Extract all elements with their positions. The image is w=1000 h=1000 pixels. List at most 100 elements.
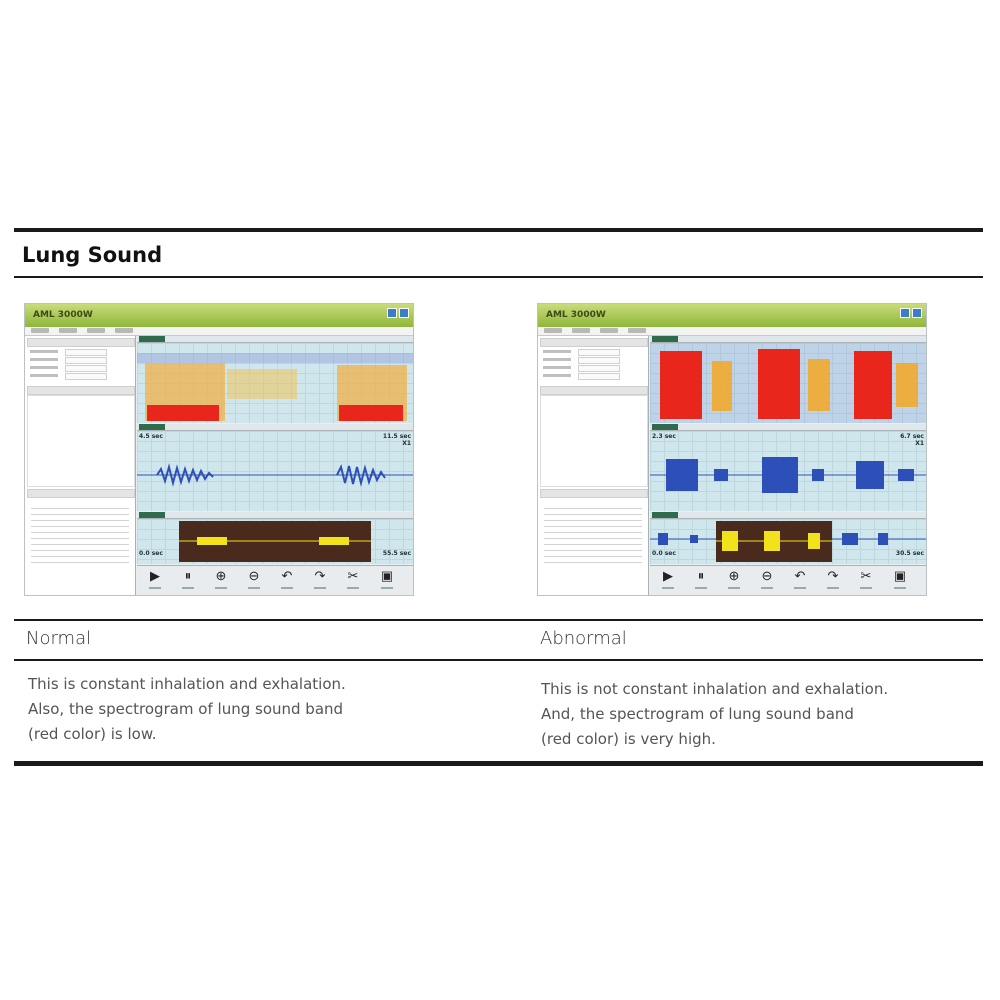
navigator-burst	[197, 537, 227, 545]
navigator-selection[interactable]	[716, 521, 832, 562]
waveform-panel[interactable]: 2.3 sec 6.7 sec X1	[650, 431, 926, 511]
record-list[interactable]	[27, 499, 133, 579]
time-start: 2.3 sec	[652, 433, 676, 440]
minimize-icon[interactable]	[900, 308, 910, 318]
notes-area[interactable]	[540, 395, 648, 487]
menu-item[interactable]	[59, 328, 77, 333]
menu-item[interactable]	[628, 328, 646, 333]
undo-icon: ↶	[794, 568, 806, 583]
waveform-burst	[336, 464, 386, 487]
spectrogram-band	[227, 369, 297, 399]
navigator-burst	[319, 537, 349, 545]
normal-description: This is constant inhalation and exhalati…	[28, 672, 346, 747]
menu-item[interactable]	[31, 328, 49, 333]
play-button[interactable]: ▶	[658, 569, 678, 593]
field-input[interactable]	[578, 357, 620, 364]
abnormal-description-line: And, the spectrogram of lung sound band	[541, 705, 854, 723]
navigator-burst	[878, 533, 888, 545]
spectrogram-header	[650, 336, 926, 343]
field-input[interactable]	[65, 349, 107, 356]
waveform-panel[interactable]: 4.5 sec 11.5 sec X1	[137, 431, 413, 511]
navigator-header	[137, 512, 413, 519]
menu-item[interactable]	[600, 328, 618, 333]
navigator-panel[interactable]: 0.0 sec 55.5 sec	[137, 519, 413, 564]
field-input[interactable]	[65, 365, 107, 372]
top-rule	[14, 228, 983, 232]
zoom-level: X1	[915, 440, 924, 447]
waveform-svg	[137, 463, 413, 487]
spectrogram-band	[147, 405, 219, 421]
minimize-icon[interactable]	[387, 308, 397, 318]
redo-button[interactable]: ↷	[310, 569, 330, 593]
pause-button[interactable]: ⏸	[691, 569, 711, 593]
navigator-svg	[179, 537, 371, 545]
navigator-burst	[842, 533, 858, 545]
menu-item[interactable]	[115, 328, 133, 333]
redo-icon: ↷	[827, 568, 839, 583]
app-titlebar: AML 3000W	[538, 304, 926, 327]
section-header	[540, 338, 648, 347]
zoom-out-icon: ⊖	[761, 568, 773, 583]
time-end: 11.5 sec	[382, 433, 411, 440]
waveform-header	[650, 424, 926, 431]
spectrogram-header	[137, 336, 413, 343]
navigator-burst	[808, 533, 820, 549]
nav-end: 55.5 sec	[382, 550, 411, 557]
normal-app-screenshot: AML 3000W	[24, 303, 414, 596]
field-label	[543, 374, 571, 377]
undo-icon: ↶	[281, 568, 293, 583]
playback-toolbar: ▶ ⏸ ⊕ ⊖ ↶ ↷ ✂ ▣	[137, 565, 413, 595]
play-button[interactable]: ▶	[145, 569, 165, 593]
save-button[interactable]: ▣	[890, 569, 910, 593]
field-input[interactable]	[578, 373, 620, 380]
field-input[interactable]	[65, 357, 107, 364]
record-list[interactable]	[540, 499, 646, 579]
menu-item[interactable]	[87, 328, 105, 333]
navigator-header	[650, 512, 926, 519]
normal-label: Normal	[26, 628, 92, 649]
redo-button[interactable]: ↷	[823, 569, 843, 593]
close-icon[interactable]	[399, 308, 409, 318]
nav-start: 0.0 sec	[652, 550, 676, 557]
bottom-rule	[14, 761, 983, 766]
undo-button[interactable]: ↶	[790, 569, 810, 593]
zoom-in-button[interactable]: ⊕	[724, 569, 744, 593]
section-header	[540, 489, 648, 498]
field-input[interactable]	[578, 365, 620, 372]
navigator-panel[interactable]: 0.0 sec 30.5 sec	[650, 519, 926, 564]
field-label	[543, 358, 571, 361]
field-input[interactable]	[578, 349, 620, 356]
zoom-in-button[interactable]: ⊕	[211, 569, 231, 593]
play-icon: ▶	[150, 568, 160, 583]
cut-button[interactable]: ✂	[856, 569, 876, 593]
undo-button[interactable]: ↶	[277, 569, 297, 593]
analysis-area: 2.3 sec 6.7 sec X1 0.0 sec 30.5 sec	[650, 336, 926, 595]
time-start: 4.5 sec	[139, 433, 163, 440]
save-button[interactable]: ▣	[377, 569, 397, 593]
navigator-selection[interactable]	[179, 521, 371, 562]
close-icon[interactable]	[912, 308, 922, 318]
zoom-in-icon: ⊕	[215, 568, 227, 583]
playback-toolbar: ▶ ⏸ ⊕ ⊖ ↶ ↷ ✂ ▣	[650, 565, 926, 595]
navigator-burst	[690, 535, 698, 543]
waveform-burst	[666, 459, 698, 491]
zoom-level: X1	[402, 440, 411, 447]
abnormal-description: This is not constant inhalation and exha…	[541, 677, 888, 752]
field-label	[30, 350, 58, 353]
pause-button[interactable]: ⏸	[178, 569, 198, 593]
pause-icon: ⏸	[184, 568, 192, 583]
zoom-out-button[interactable]: ⊖	[757, 569, 777, 593]
notes-area[interactable]	[27, 395, 135, 487]
spectrogram-panel[interactable]	[650, 343, 926, 423]
menu-item[interactable]	[572, 328, 590, 333]
field-input[interactable]	[65, 373, 107, 380]
save-icon: ▣	[380, 568, 394, 583]
app-title: AML 3000W	[33, 310, 93, 320]
cut-button[interactable]: ✂	[343, 569, 363, 593]
abnormal-description-line: This is not constant inhalation and exha…	[541, 680, 889, 698]
zoom-out-button[interactable]: ⊖	[244, 569, 264, 593]
spectrogram-panel[interactable]	[137, 343, 413, 423]
caption-top-rule	[14, 619, 983, 621]
cut-icon: ✂	[860, 568, 872, 583]
menu-item[interactable]	[544, 328, 562, 333]
